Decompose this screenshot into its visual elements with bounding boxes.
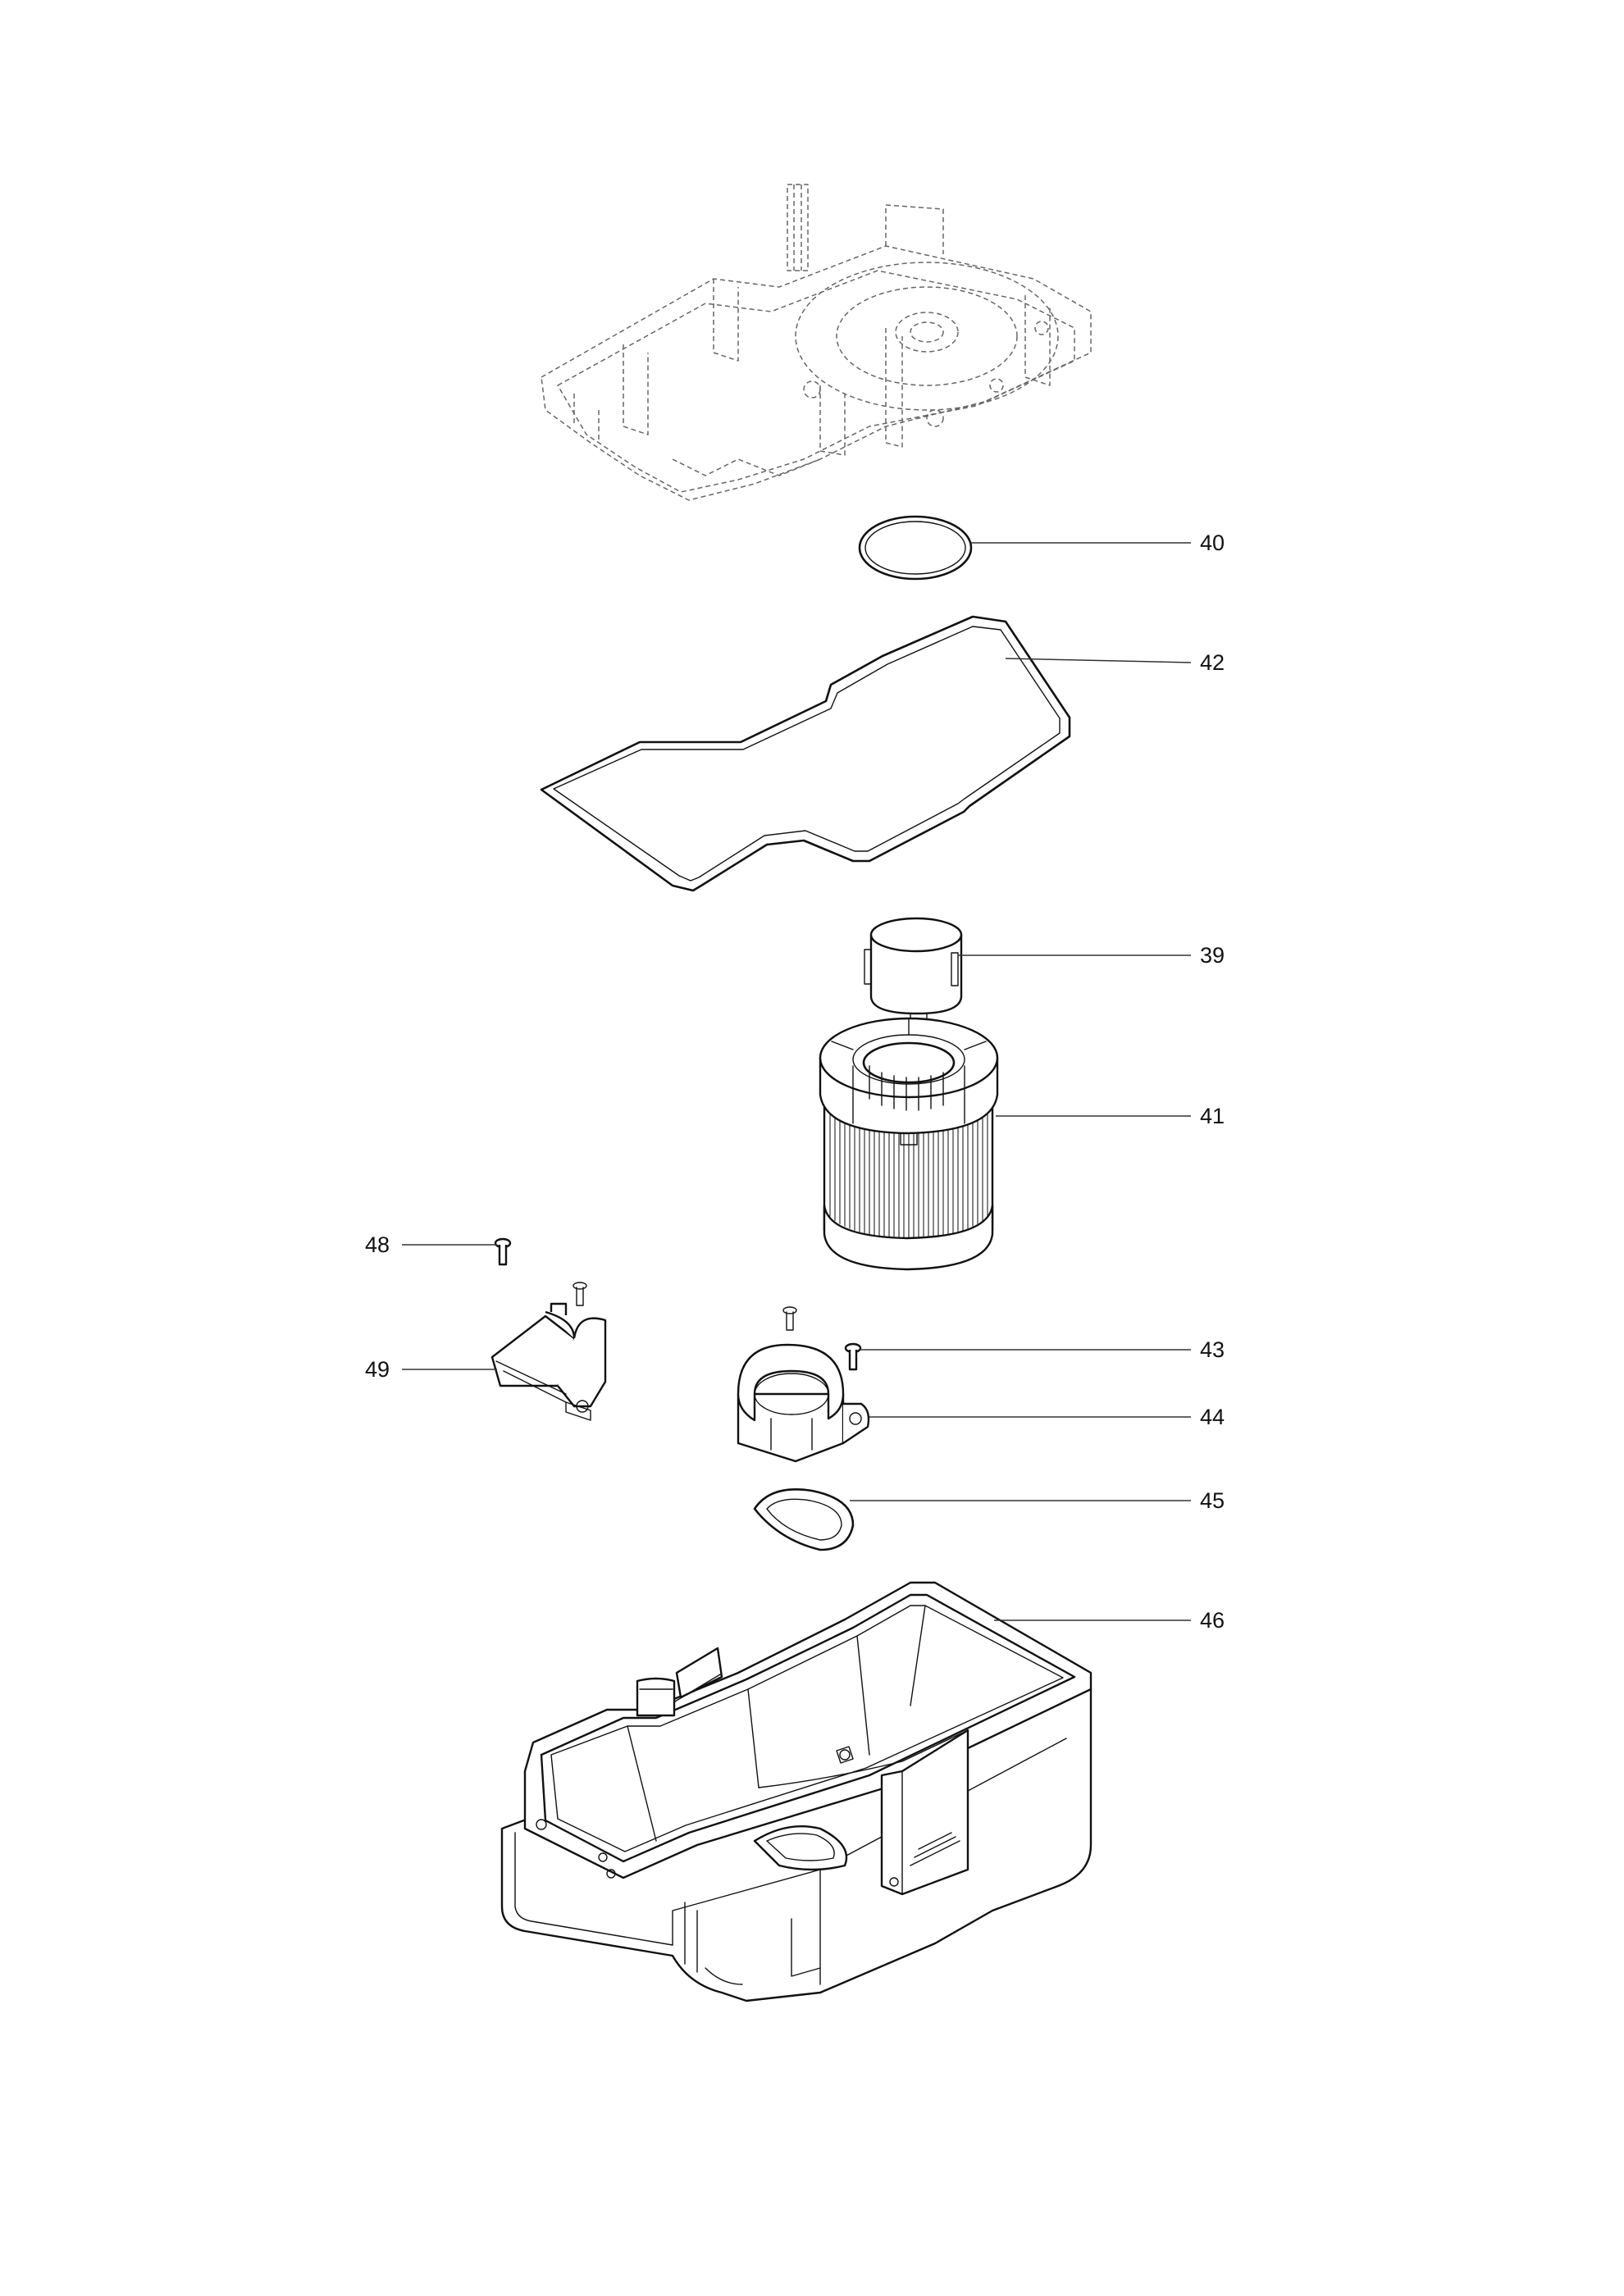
part-label-42: 42	[1200, 650, 1225, 675]
part-label-43: 43	[1200, 1337, 1225, 1362]
screw-extra-left	[573, 1282, 587, 1306]
leader-42	[1005, 658, 1192, 663]
cartridge-filter-part-41	[819, 1017, 999, 1271]
part-label-46: 46	[1200, 1608, 1225, 1633]
screw-extra-center	[782, 1306, 797, 1331]
tank-part-46	[500, 1581, 1093, 2002]
screw-part-48	[494, 1237, 512, 1266]
part-labels: 40 42 39 41 48 49 43 44 45 46	[365, 531, 1225, 1633]
upper-housing-ghost	[541, 184, 1092, 501]
part-label-39: 39	[1200, 943, 1225, 968]
seal-part-45	[753, 1488, 855, 1551]
screw-part-43	[844, 1342, 862, 1371]
leader-lines	[402, 542, 1192, 1621]
part-label-44: 44	[1200, 1405, 1225, 1429]
part-label-48: 48	[365, 1232, 390, 1257]
o-ring-part-40	[858, 515, 973, 581]
part-label-45: 45	[1200, 1488, 1225, 1513]
filter-pleats	[829, 1106, 988, 1238]
part-label-40: 40	[1200, 531, 1225, 555]
holder-part-44	[737, 1343, 870, 1463]
bracket-part-49	[490, 1302, 607, 1421]
part-label-41: 41	[1200, 1104, 1225, 1128]
filter-cap-part-39	[864, 917, 963, 1021]
gasket-part-42	[540, 615, 1071, 892]
part-label-49: 49	[365, 1357, 390, 1382]
